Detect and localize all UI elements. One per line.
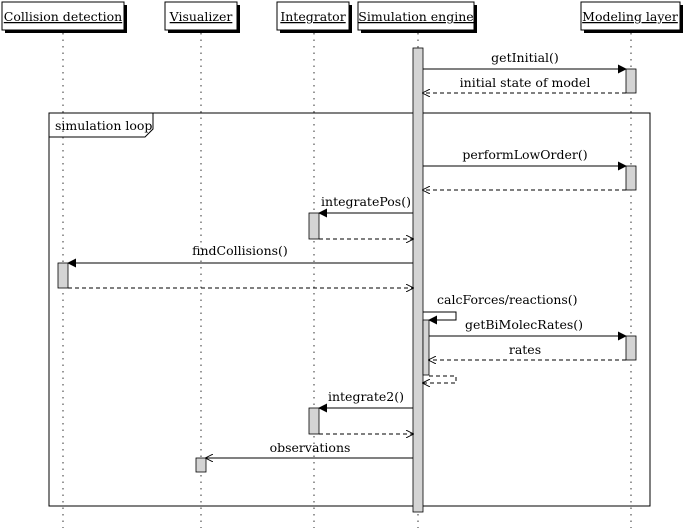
svg-text:calcForces/reactions(): calcForces/reactions() bbox=[437, 292, 578, 307]
participant-label: Collision detection bbox=[4, 9, 122, 24]
participant-collision-detection: Collision detection bbox=[1, 1, 127, 33]
participant-label: Simulation engine bbox=[358, 9, 473, 24]
participant-label: Integrator bbox=[280, 9, 345, 24]
message-get-initial: getInitial() bbox=[423, 50, 627, 74]
activation-integrator bbox=[308, 212, 320, 240]
activation-integrator bbox=[308, 407, 320, 435]
participant-modeling-layer: Modeling layer bbox=[580, 1, 683, 33]
message-observations: observations bbox=[206, 440, 413, 458]
participant-visualizer: Visualizer bbox=[164, 1, 240, 33]
loop-frame: simulation loop bbox=[48, 112, 651, 507]
svg-text:performLowOrder(): performLowOrder() bbox=[462, 147, 587, 162]
activation-modeling-layer bbox=[625, 68, 637, 94]
message-find-collisions: findCollisions() bbox=[67, 243, 413, 268]
svg-text:initial state of model: initial state of model bbox=[460, 75, 591, 90]
activation-modeling-layer bbox=[625, 335, 637, 361]
svg-text:findCollisions(): findCollisions() bbox=[192, 243, 288, 258]
svg-text:observations: observations bbox=[270, 440, 351, 455]
return-calc-forces-reactions bbox=[423, 375, 457, 383]
participant-label: Visualizer bbox=[169, 9, 233, 24]
svg-text:getInitial(): getInitial() bbox=[491, 50, 559, 65]
return-initial-state: initial state of model bbox=[423, 75, 626, 93]
loop-label: simulation loop bbox=[55, 118, 152, 133]
svg-text:integrate2(): integrate2() bbox=[328, 389, 404, 404]
svg-text:rates: rates bbox=[509, 342, 541, 357]
participant-integrator: Integrator bbox=[276, 1, 352, 33]
message-calc-forces-reactions: calcForces/reactions() bbox=[423, 292, 578, 325]
activation-simulation-engine-nested bbox=[422, 319, 430, 376]
message-integrate2: integrate2() bbox=[318, 389, 413, 413]
message-integrate-pos: integratePos() bbox=[318, 194, 413, 218]
svg-text:getBiMolecRates(): getBiMolecRates() bbox=[465, 317, 583, 332]
activation-collision-detection bbox=[57, 262, 69, 289]
return-rates: rates bbox=[429, 342, 626, 360]
activation-simulation-engine bbox=[412, 47, 424, 513]
activation-visualizer bbox=[195, 457, 207, 473]
svg-text:integratePos(): integratePos() bbox=[321, 194, 411, 209]
participant-simulation-engine: Simulation engine bbox=[357, 1, 477, 33]
message-perform-low-order: performLowOrder() bbox=[423, 147, 627, 171]
message-get-bimolec-rates: getBiMolecRates() bbox=[429, 317, 627, 341]
participant-label: Modeling layer bbox=[582, 9, 678, 24]
activation-modeling-layer bbox=[625, 165, 637, 191]
